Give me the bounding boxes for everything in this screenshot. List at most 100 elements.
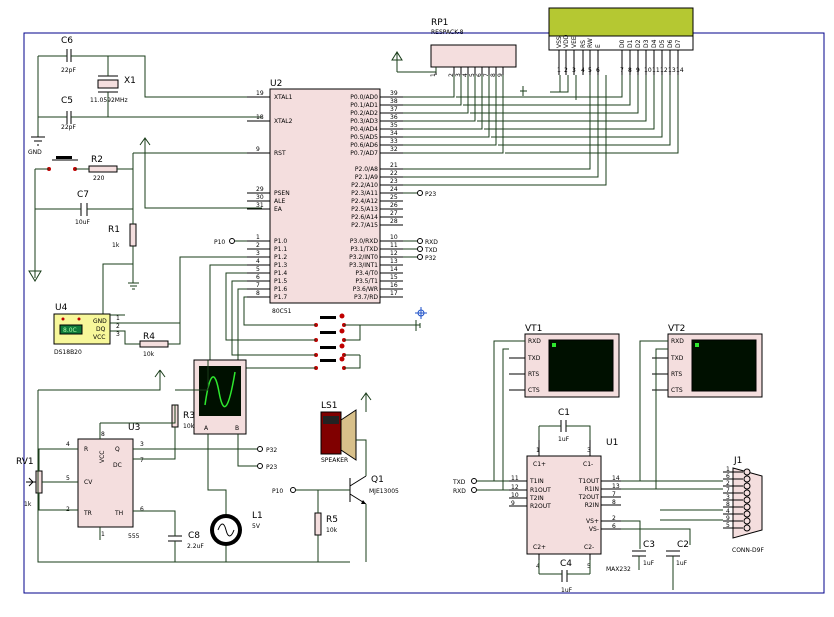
u2-pin-name: P0.7/AD7 — [350, 150, 378, 157]
rp1-pin-8: 9 — [497, 73, 504, 77]
keypad-buttons[interactable] — [314, 313, 346, 371]
lcd-module[interactable]: VSS1VDD2VEE3RS4RW5E6D07D18D29D310D411D51… — [548, 7, 694, 75]
l1-lamp[interactable]: L1 5V — [210, 511, 263, 546]
c6-capacitor[interactable]: C6 22pF — [61, 36, 76, 74]
lcd-pin-1: VDD — [563, 34, 570, 48]
c8-capacitor[interactable]: C8 2.2uF — [168, 531, 204, 550]
u2-pin-name: XTAL1 — [274, 94, 293, 101]
svg-text:2: 2 — [612, 515, 616, 522]
u2-pin-name: P0.6/AD6 — [350, 142, 378, 149]
svg-text:3: 3 — [140, 441, 144, 448]
r5-resistor[interactable]: R5 10k — [314, 512, 338, 536]
rv1-ref: RV1 — [16, 457, 34, 467]
u2-pin-num: 4 — [256, 258, 260, 265]
r1-resistor[interactable]: R1 1k — [108, 223, 137, 249]
c1-value: 1uF — [558, 436, 570, 443]
lcd-pin-9: D3 — [643, 39, 650, 48]
svg-text:P32: P32 — [425, 255, 436, 262]
svg-text:6: 6 — [140, 506, 144, 513]
u3-555-timer[interactable]: U3 R VCC Q DC CV TR TH 4 8 3 7 5 2 6 1 5… — [66, 423, 144, 540]
power-arrow-icon — [391, 51, 403, 72]
svg-text:5: 5 — [66, 475, 70, 482]
lcd-pin-10: D4 — [651, 39, 658, 48]
u2-pin-num: 18 — [256, 114, 264, 121]
key-button[interactable] — [320, 346, 336, 349]
vt2-ref: VT2 — [668, 324, 685, 334]
c4-value: 1uF — [561, 587, 573, 594]
oscilloscope[interactable]: A B — [193, 359, 247, 435]
svg-text:1: 1 — [116, 315, 120, 322]
c7-capacitor[interactable]: C7 10uF — [75, 190, 90, 226]
u2-pin-name: P3.3/INT1 — [349, 262, 378, 269]
key-button[interactable] — [320, 331, 336, 334]
u2-pin-num: 33 — [390, 138, 398, 145]
ls1-speaker[interactable]: LS1 SPEAKER — [320, 401, 357, 464]
r2-resistor[interactable]: R2 220 — [88, 155, 118, 182]
lcd-pin-4: RW — [587, 38, 594, 48]
u2-pin-num: 3 — [256, 250, 260, 257]
rp1-pin-6: 7 — [483, 73, 490, 77]
svg-text:C1-: C1- — [583, 461, 593, 468]
svg-text:14: 14 — [612, 475, 620, 482]
u2-pin-num: 28 — [390, 218, 398, 225]
c1-ref: C1 — [558, 408, 570, 418]
c2-capacitor[interactable]: C2 1uF — [666, 540, 689, 567]
key-button[interactable] — [320, 359, 336, 362]
u2-pin-num: 25 — [390, 194, 398, 201]
c5-capacitor[interactable]: C5 22pF — [61, 96, 76, 131]
svg-text:TR: TR — [83, 510, 92, 517]
u2-pin-num: 1 — [256, 234, 260, 241]
lcd-pin-num-13: 14 — [676, 67, 684, 74]
lcd-pin-num-9: 10 — [644, 67, 652, 74]
lcd-pin-0: VSS — [556, 36, 563, 48]
u2-pin-name: P2.7/A15 — [351, 222, 378, 229]
u2-pin-name: P2.3/A11 — [351, 190, 378, 197]
u2-pin-name: P2.5/A13 — [351, 206, 378, 213]
c8-value: 2.2uF — [187, 543, 204, 550]
u4-temperature-sensor[interactable]: U4 8.0C GND DQ VCC 1 2 3 DS18B20 — [53, 303, 120, 356]
u2-microcontroller[interactable]: U2 80C51 19XTAL118XTAL29RST29PSEN30ALE31… — [247, 79, 403, 315]
lcd-pin-num-12: 13 — [668, 67, 676, 74]
r4-resistor[interactable]: R4 10k — [139, 332, 169, 358]
rv1-value: 1k — [24, 501, 32, 508]
reset-button[interactable] — [47, 156, 78, 171]
lcd-pin-6: D0 — [619, 39, 626, 48]
rp1-pin-3: 4 — [462, 73, 469, 77]
svg-text:R1IN: R1IN — [585, 486, 599, 493]
rp1-ref: RP1 — [431, 18, 448, 28]
u2-pin-name: P1.0 — [274, 238, 287, 245]
u2-pin-num: 22 — [390, 170, 398, 177]
svg-text:13: 13 — [612, 483, 620, 490]
j1-pin: 9 — [726, 515, 730, 522]
key-button[interactable] — [320, 316, 336, 319]
lcd-pin-8: D2 — [635, 39, 642, 48]
q1-transistor[interactable]: Q1 MJE13005 — [349, 475, 399, 505]
svg-text:8: 8 — [612, 499, 616, 506]
u2-pin-name: P3.0/RXD — [350, 238, 378, 245]
vt1-pin: RXD — [528, 338, 541, 345]
c5-value: 22pF — [61, 124, 76, 131]
c3-capacitor[interactable]: C3 1uF — [632, 540, 655, 567]
ground-icon — [31, 136, 45, 146]
lcd-pin-13: D7 — [675, 39, 682, 48]
c4-capacitor[interactable]: C4 1uF — [560, 559, 573, 594]
j1-pin: 8 — [726, 501, 730, 508]
x1-crystal[interactable]: X1 11.0592MHz — [90, 75, 136, 104]
u2-pin-num: 2 — [256, 242, 260, 249]
u2-pin-num: 17 — [390, 290, 398, 297]
u2-pin-name: ALE — [274, 198, 285, 205]
lcd-pin-num-8: 9 — [636, 67, 640, 74]
u2-pin-name: P1.4 — [274, 270, 287, 277]
ls1-ref: LS1 — [321, 401, 337, 411]
lcd-pin-11: D5 — [659, 39, 666, 48]
terminal-p23: P23 — [403, 190, 436, 198]
u2-pin-name: P0.2/AD2 — [350, 110, 378, 117]
u2-pin-num: 12 — [390, 250, 398, 257]
j1-pin: 3 — [726, 494, 730, 501]
